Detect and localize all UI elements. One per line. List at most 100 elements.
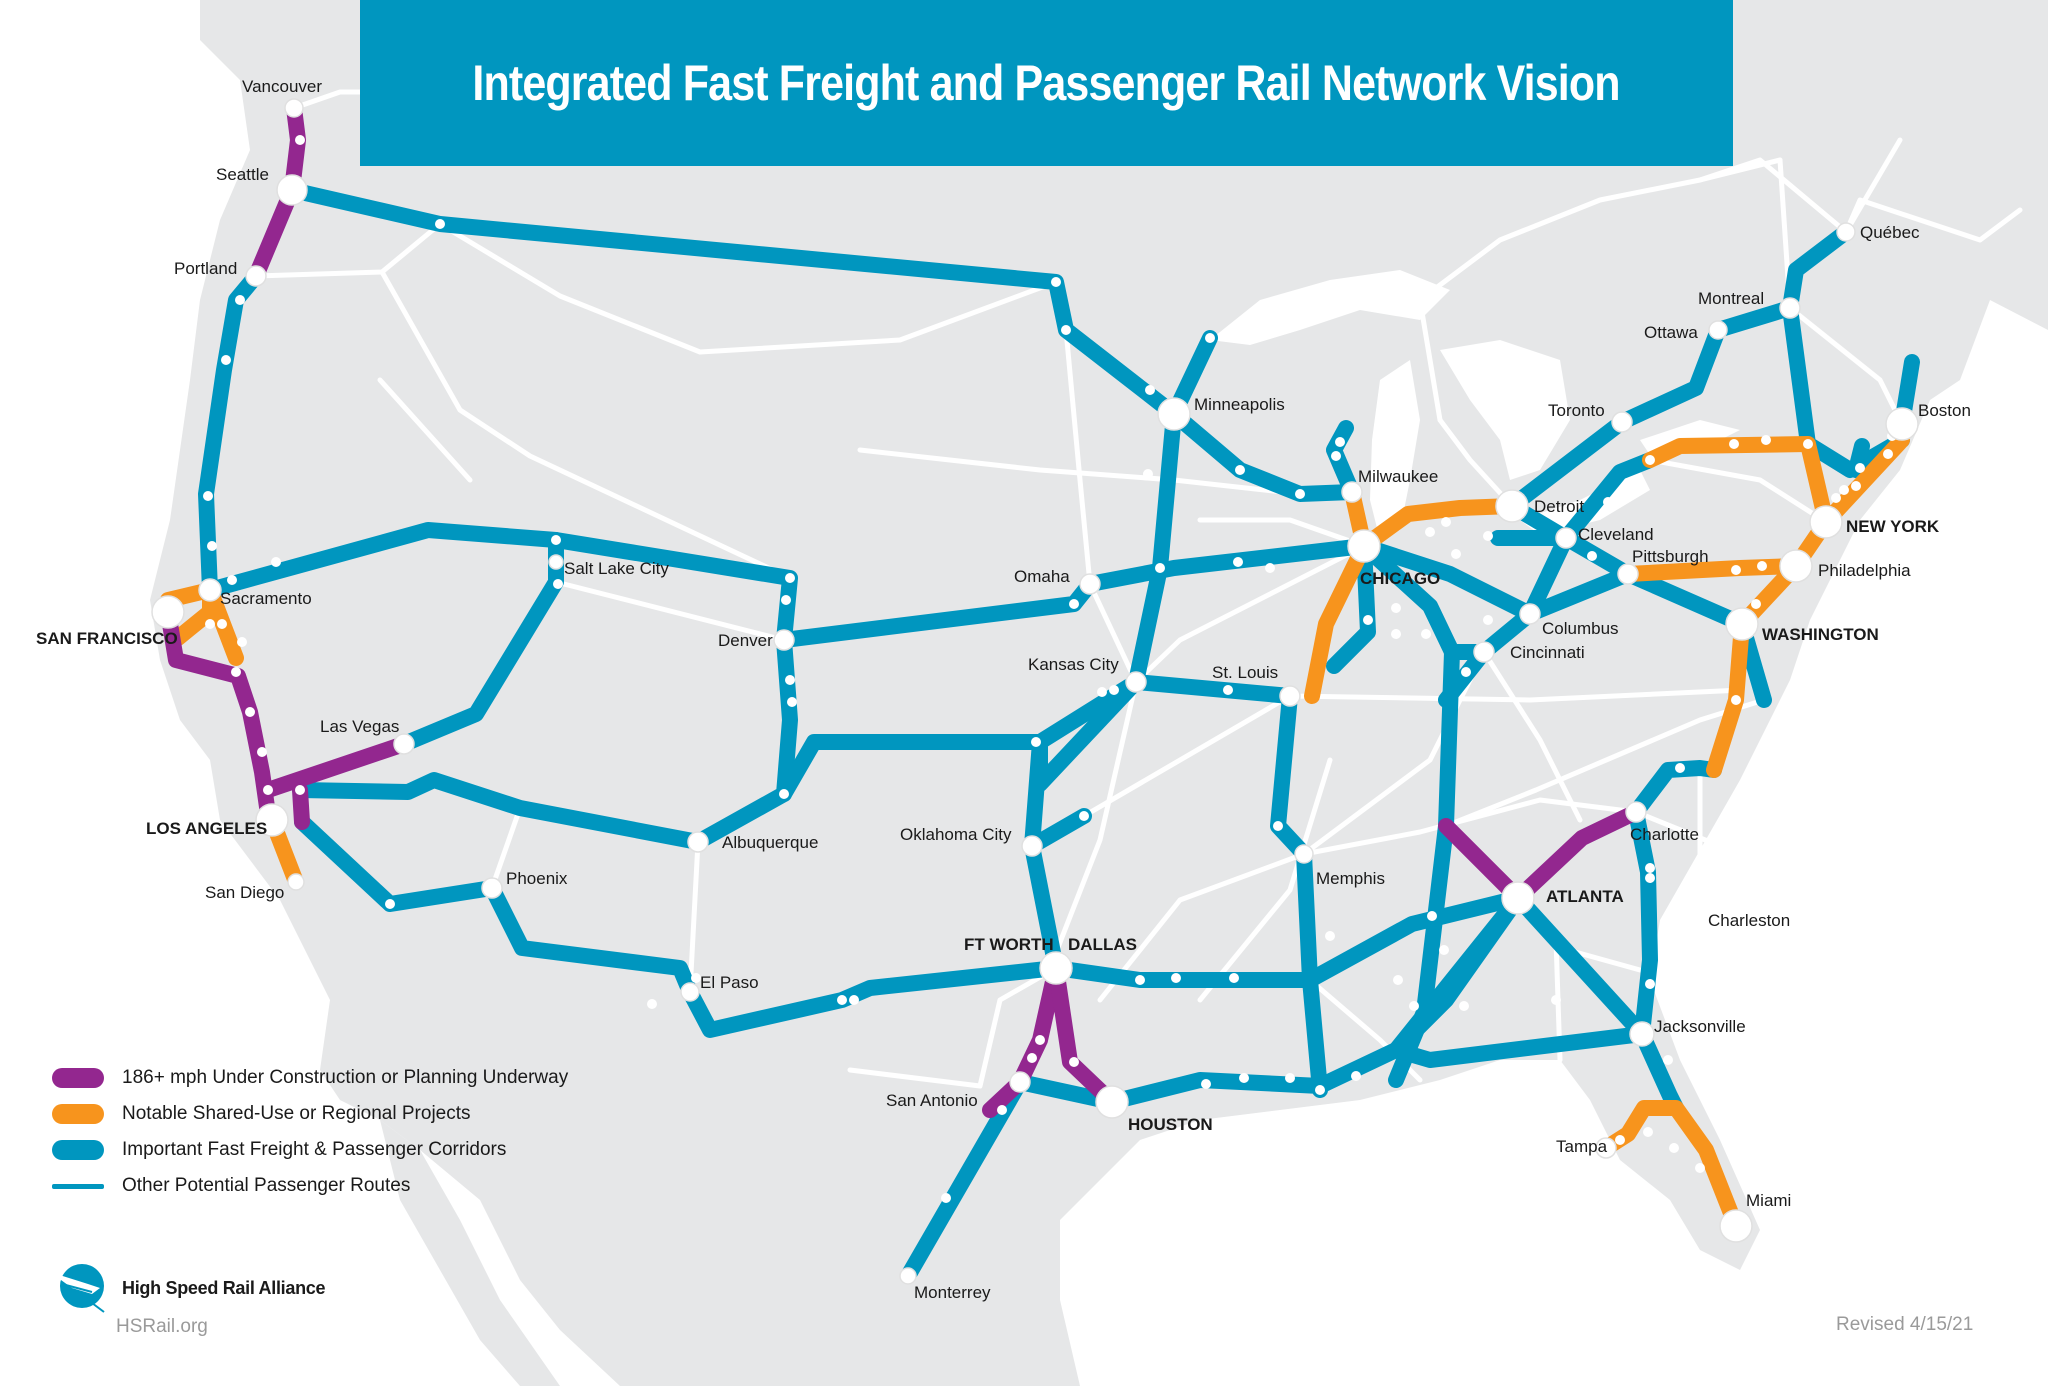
stop-dot xyxy=(1223,685,1233,695)
stop-dot xyxy=(435,219,445,229)
city-node-washington xyxy=(1725,607,1759,641)
city-label-washington: WASHINGTON xyxy=(1762,625,1879,644)
stop-dot xyxy=(691,973,701,983)
stop-dot xyxy=(1363,615,1373,625)
city-label-toronto: Toronto xyxy=(1548,401,1605,420)
city-node-oklahoma-city xyxy=(1021,835,1043,857)
other-route-line xyxy=(1843,197,2023,243)
stop-dot xyxy=(1483,531,1493,541)
stop-dot xyxy=(231,667,241,677)
legend-item-shared-use: Notable Shared-Use or Regional Projects xyxy=(52,1096,568,1132)
stop-dot xyxy=(1031,737,1041,747)
high-speed-route-line xyxy=(1438,818,1526,906)
corridor-route-line xyxy=(1356,538,1492,660)
city-label-oklahoma-city: Oklahoma City xyxy=(900,825,1012,844)
corridor-route-line xyxy=(1270,688,1318,988)
stop-dot xyxy=(1669,1143,1679,1153)
page-title: Integrated Fast Freight and Passenger Ra… xyxy=(472,55,1621,111)
shared-use-route-line xyxy=(1620,558,1804,582)
city-node-el-paso xyxy=(680,982,700,1002)
city-label-cincinnati: Cincinnati xyxy=(1510,643,1585,662)
high-speed-routes xyxy=(160,100,1644,1118)
city-label-miami: Miami xyxy=(1746,1191,1791,1210)
city-node-salt-lake-city xyxy=(548,554,564,570)
stop-dot xyxy=(1273,821,1283,831)
city-node-boston xyxy=(1885,407,1919,441)
website-link[interactable]: HSRail.org xyxy=(116,1316,208,1337)
city-label-charleston: Charleston xyxy=(1708,911,1790,930)
other-route-line xyxy=(697,279,1059,355)
stop-dot xyxy=(1645,863,1655,873)
corridor-route-line xyxy=(1032,674,1144,750)
stop-dot xyxy=(295,135,305,145)
city-label-vancouver: Vancouver xyxy=(242,77,322,96)
legend-item-other: Other Potential Passenger Routes xyxy=(52,1168,568,1204)
stop-dot xyxy=(781,595,791,605)
stop-dot xyxy=(1051,277,1061,287)
stop-dot xyxy=(1143,469,1153,479)
city-node-charlotte xyxy=(1625,801,1647,823)
stop-dot xyxy=(1097,687,1107,697)
stop-dot xyxy=(1425,527,1435,537)
stop-dot xyxy=(1645,979,1655,989)
train-globe-icon xyxy=(50,1264,105,1313)
stop-dot xyxy=(1855,463,1865,473)
stop-dot xyxy=(1201,1079,1211,1089)
stop-dot xyxy=(1239,1073,1249,1083)
stop-dot xyxy=(295,785,305,795)
corridor-route-line xyxy=(292,772,706,850)
legend-item-corridor: Important Fast Freight & Passenger Corri… xyxy=(52,1132,568,1168)
city-node-houston xyxy=(1095,1085,1129,1119)
stop-dot xyxy=(1409,1001,1419,1011)
city-label-tampa: Tampa xyxy=(1556,1137,1608,1156)
other-route-line xyxy=(1197,757,1333,1003)
stop-dot xyxy=(1155,563,1165,573)
city-node-sacramento xyxy=(198,578,222,602)
city-label-minneapolis: Minneapolis xyxy=(1194,395,1285,414)
other-route-line xyxy=(1697,157,1849,235)
lake-michigan xyxy=(1370,360,1420,540)
other-route-line xyxy=(1081,693,1293,819)
city-node-los-angeles xyxy=(255,803,289,837)
city-label-las-vegas: Las Vegas xyxy=(320,717,399,736)
lake-superior xyxy=(1210,270,1450,345)
stop-dot xyxy=(1315,1085,1325,1095)
city-node-chicago xyxy=(1347,529,1381,563)
stop-dot xyxy=(263,785,273,795)
city-nodes xyxy=(151,98,1919,1285)
city-label-monterrey: Monterrey xyxy=(914,1283,991,1302)
stop-dot xyxy=(553,579,563,589)
stop-dot xyxy=(205,619,215,629)
city-label-albuquerque: Albuquerque xyxy=(722,833,818,852)
stop-dot xyxy=(1695,1163,1705,1173)
legend-swatch-blue xyxy=(52,1140,104,1160)
city-label-columbus: Columbus xyxy=(1542,619,1619,638)
city-node-pittsburgh xyxy=(1617,563,1639,585)
shared-use-route-line xyxy=(1356,498,1520,554)
city-label-omaha: Omaha xyxy=(1014,567,1070,586)
shared-use-route-line xyxy=(1642,436,1834,530)
city-node-memphis xyxy=(1294,844,1314,864)
city-node-milwaukee xyxy=(1341,481,1363,503)
corridor-route-line xyxy=(1024,734,1048,854)
city-label-cleveland: Cleveland xyxy=(1578,525,1654,544)
other-route-line xyxy=(1097,851,1307,1003)
revision-date: Revised 4/15/21 xyxy=(1836,1314,1974,1335)
other-route-line xyxy=(379,269,793,581)
city-label-jacksonville: Jacksonville xyxy=(1654,1017,1746,1036)
other-route-line xyxy=(1133,543,1367,685)
stop-dot xyxy=(1135,975,1145,985)
city-label-ottawa: Ottawa xyxy=(1644,323,1698,342)
other-route-line xyxy=(1197,517,1367,549)
stop-dot xyxy=(1883,449,1893,459)
city-label-el-paso: El Paso xyxy=(700,973,759,992)
stop-dot xyxy=(1851,481,1861,491)
city-node-cleveland xyxy=(1555,527,1577,549)
stop-dot xyxy=(245,707,255,717)
baja-peninsula xyxy=(380,1120,560,1386)
other-route-line xyxy=(1633,809,1733,853)
corridor-route-line xyxy=(1510,890,1650,1042)
city-label-los-angeles: LOS ANGELES xyxy=(146,819,267,838)
